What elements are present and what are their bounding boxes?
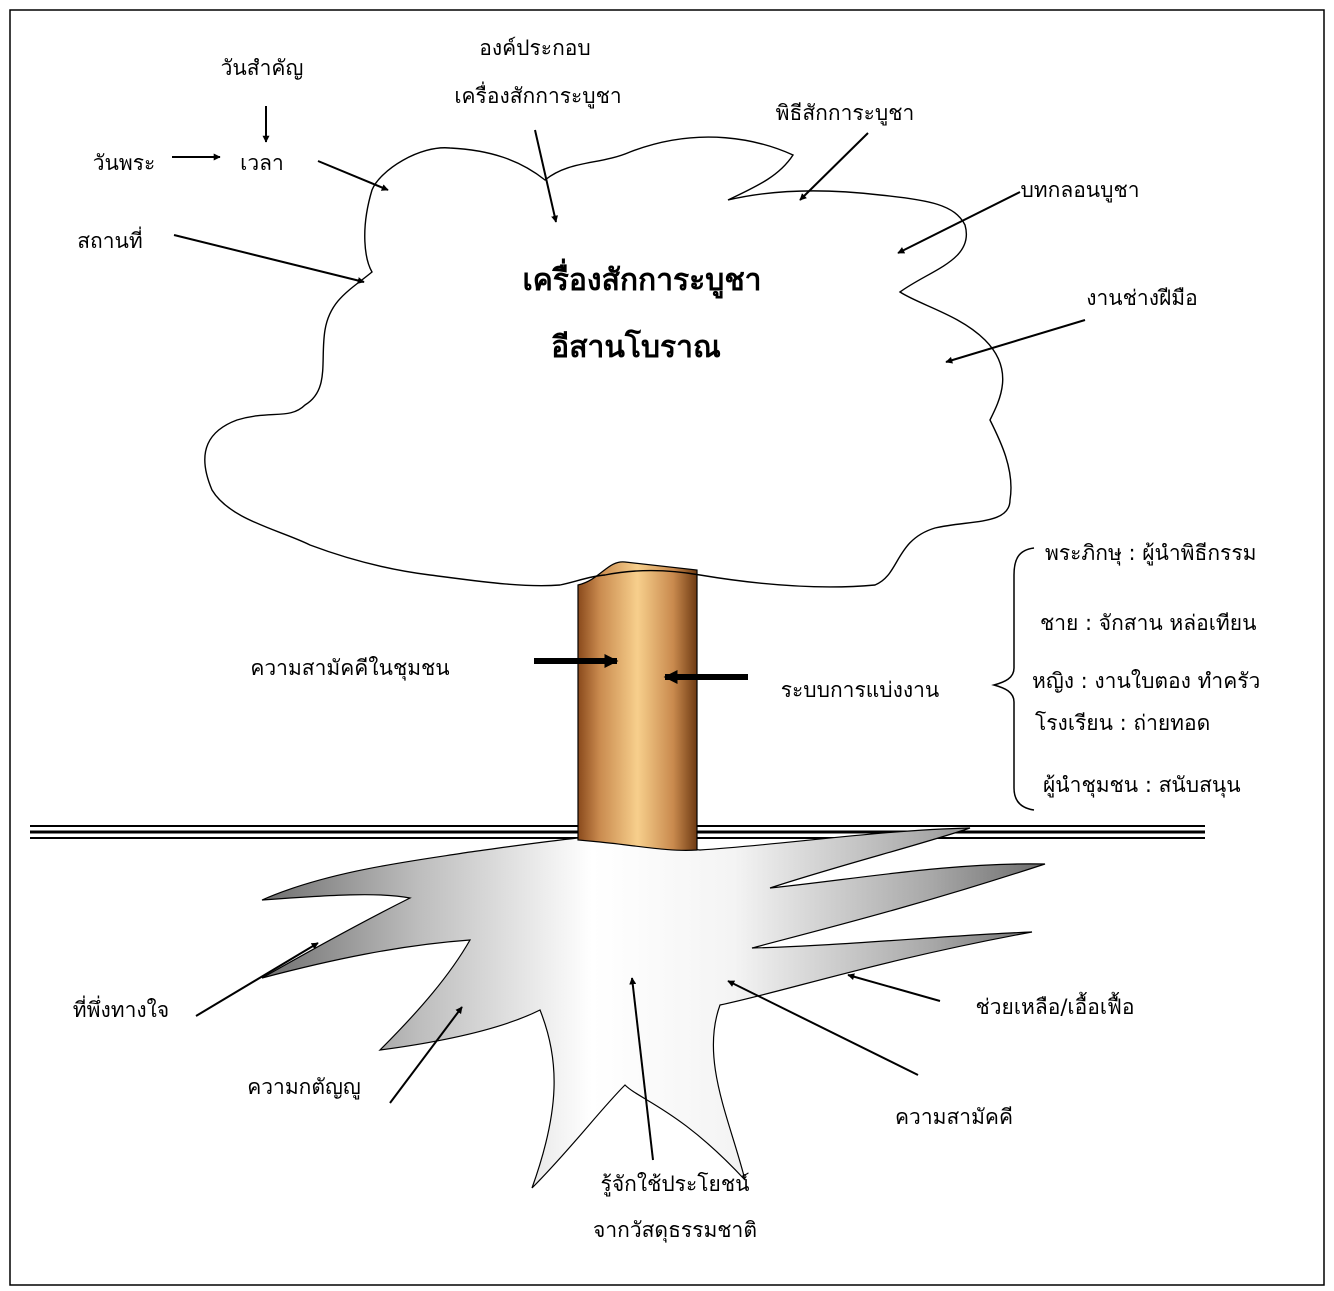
label-division-of-labor: ระบบการแบ่งงาน [781, 678, 940, 702]
label-unity: ความสามัคคี [895, 1105, 1013, 1129]
label-poem: บทกลอนบูชา [1020, 178, 1139, 203]
roles-list: พระภิกษุ : ผู้นำพิธีกรรม ชาย : จักสาน หล… [1032, 541, 1260, 798]
roles-brace [991, 547, 1035, 811]
label-components-line2: เครื่องสักการะบูชา [454, 81, 621, 109]
page-frame [9, 9, 1325, 1286]
arrow-time [317, 160, 389, 191]
arrow-mutual-help [847, 973, 941, 1002]
label-time: เวลา [240, 151, 284, 175]
role-item: พระภิกษุ : ผู้นำพิธีกรรม [1045, 541, 1256, 566]
label-components-line1: องค์ประกอบ [479, 36, 590, 60]
arrow-poem [897, 191, 1021, 254]
role-item: ชาย : จักสาน หล่อเทียน [1040, 611, 1256, 635]
arrow-unity [727, 980, 919, 1076]
role-item: หญิง : งานใบตอง ทำครัว [1032, 669, 1260, 693]
label-spiritual-refuge: ที่พึ่งทางใจ [73, 995, 169, 1022]
label-holy-day: วันพระ [93, 151, 156, 175]
role-item: โรงเรียน : ถ่ายทอด [1035, 711, 1210, 735]
label-ritual: พิธีสักการะบูชา [776, 101, 915, 126]
crown-title-line1: เครื่องสักการะบูชา [522, 258, 761, 299]
arrow-place [173, 234, 365, 284]
label-craftsmanship: งานช่างฝีมือ [1086, 286, 1197, 310]
crown-title-line2: อีสานโบราณ [551, 328, 721, 365]
tree-crown [204, 136, 1012, 588]
tree-roots [261, 827, 1046, 1189]
arrow-gratitude [389, 1006, 463, 1104]
label-gratitude: ความกตัญญู [247, 1075, 361, 1100]
label-important-day: วันสำคัญ [221, 56, 304, 80]
label-use-of-nature-line2: จากวัสดุธรรมชาติ [593, 1218, 757, 1243]
arrow-components [534, 129, 559, 223]
label-use-of-nature-line1: รู้จักใช้ประโยชน์ [601, 1172, 750, 1197]
arrow-use-of-nature [629, 977, 654, 1161]
tree-trunk [577, 561, 698, 851]
label-mutual-help: ช่วยเหลือ/เอื้อเฟื้อ [976, 992, 1135, 1019]
role-item: ผู้นำชุมชน : สนับสนุน [1043, 773, 1241, 798]
arrow-ritual [799, 132, 869, 201]
label-unity-in-community: ความสามัคคีในชุมชน [250, 656, 449, 681]
arrow-spiritual-refuge [195, 942, 319, 1017]
arrow-craftsmanship [945, 319, 1086, 364]
label-place: สถานที่ [77, 226, 143, 253]
